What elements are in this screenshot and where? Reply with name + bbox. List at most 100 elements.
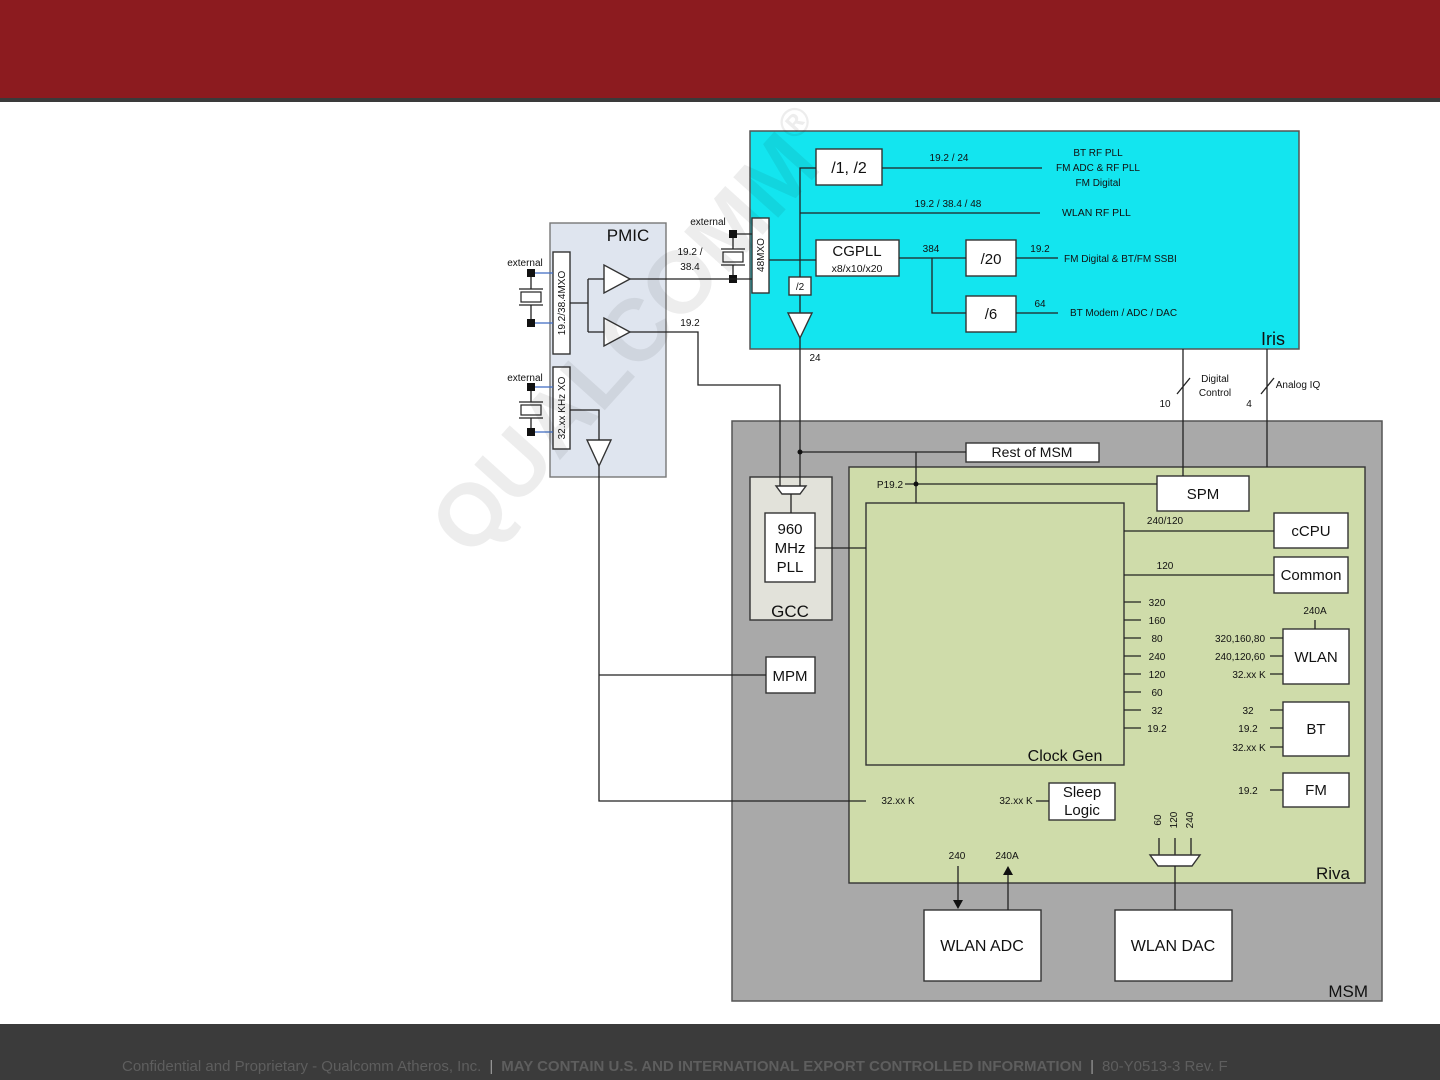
crystal-pin	[527, 319, 535, 327]
bt-input: 32.xx K	[1232, 743, 1266, 754]
pmic-xo-box	[552, 366, 571, 450]
riva-xo-input: 32.xx K	[881, 796, 915, 807]
fm-label: FM	[1305, 782, 1327, 799]
spm-box	[1156, 475, 1250, 512]
tap-label: 19.2	[1147, 724, 1167, 735]
div-20-label: /20	[981, 251, 1002, 268]
ccpu-label: cCPU	[1291, 523, 1330, 540]
rest-of-msm-label: Rest of MSM	[992, 444, 1073, 460]
pll-line-1: 960	[777, 521, 802, 538]
tap-label: 32	[1151, 706, 1163, 717]
ccpu-freq: 240/120	[1147, 516, 1184, 527]
riva-label: Riva	[1316, 864, 1351, 883]
junction-dot	[913, 481, 919, 487]
wlan-input: 240,120,60	[1215, 652, 1265, 663]
pmic-block: PMIC 19.2/38.4MXO 32.xx KHz XO 19.2	[549, 222, 700, 478]
mpm-label: MPM	[773, 668, 808, 685]
signal-wiring: 10 Digital Control 4 Analog IQ	[598, 167, 1320, 910]
bt-input: 19.2	[1238, 724, 1258, 735]
crystal-body	[520, 404, 542, 416]
msm-label: MSM	[1328, 982, 1368, 1001]
tap-label: 60	[1151, 688, 1163, 699]
spm-label: SPM	[1187, 486, 1220, 503]
gcc-mux	[774, 485, 808, 495]
sleep-logic-line-1: Sleep	[1063, 784, 1101, 801]
dest-fm-digital-ssbi: FM Digital & BT/FM SSBI	[1064, 254, 1177, 265]
tap-ticks	[1124, 601, 1141, 729]
crystal-pin	[527, 383, 535, 391]
adc-out-freq: 240A	[995, 851, 1019, 862]
wlan-dac-box	[1114, 909, 1233, 982]
digital-control-bus	[1176, 349, 1191, 476]
pmic-to-gcc-line	[630, 331, 781, 486]
dest-fm-digital: FM Digital	[1075, 178, 1120, 189]
title-bar-rule	[0, 98, 1440, 102]
dest-bt-modem: BT Modem / ADC / DAC	[1070, 308, 1177, 319]
tap-label: 120	[1149, 670, 1166, 681]
wlan-adc-box	[923, 909, 1042, 982]
pmic-out-freq: 19.2	[680, 318, 700, 329]
crystal-body	[520, 291, 542, 303]
dest-bt-rf-pll: BT RF PLL	[1073, 148, 1123, 159]
crystal-pin	[729, 230, 737, 238]
footer-legal-text: Confidential and Proprietary - Qualcomm …	[122, 1057, 1228, 1077]
tap-label: 320	[1149, 598, 1166, 609]
crystal-connector	[535, 386, 553, 433]
footer-bar: Confidential and Proprietary - Qualcomm …	[0, 1024, 1440, 1080]
div-1-2-freq: 19.2 / 24	[930, 153, 969, 164]
common-label: Common	[1281, 567, 1342, 584]
common-box	[1273, 556, 1349, 594]
fm-box	[1282, 772, 1350, 808]
tap-label: 240	[1149, 652, 1166, 663]
digital-control-label-2: Control	[1199, 388, 1231, 399]
tap-label: 160	[1149, 616, 1166, 627]
crystal-icon	[519, 277, 543, 319]
div-1-2-label: /1, /2	[831, 160, 867, 177]
iris-buffer	[786, 312, 814, 340]
gcc-label: GCC	[771, 602, 809, 621]
analog-iq-width: 4	[1246, 399, 1252, 410]
div-6-label: /6	[985, 306, 998, 323]
p19-label: P19.2	[877, 480, 904, 491]
pll-line-3: PLL	[777, 559, 804, 576]
arrow-down-icon	[953, 900, 963, 909]
sleep-logic-line-2: Logic	[1064, 802, 1100, 819]
bt-input-ticks	[1270, 709, 1283, 748]
iris-crystal-freq-a: 19.2 /	[677, 247, 702, 258]
pmic-xo-crystal-label: external	[507, 373, 543, 384]
iris-block: Iris /1, /2 19.2 / 24 BT RF PLL FM ADC &…	[749, 130, 1300, 364]
digital-control-width: 10	[1159, 399, 1171, 410]
clock-gen-outputs	[1124, 530, 1274, 576]
gcc-internal-line	[790, 494, 866, 549]
crystal-pin	[527, 269, 535, 277]
iris-buffer-freq: 24	[809, 353, 821, 364]
pmic-internal-wiring	[570, 278, 604, 440]
iris-crystal-freq-b: 38.4	[680, 262, 700, 273]
wlan-rf-freq: 19.2 / 38.4 / 48	[915, 199, 982, 210]
div-20-freq: 19.2	[1030, 244, 1050, 255]
pmic-label: PMIC	[607, 226, 650, 245]
fm-input: 19.2	[1238, 786, 1258, 797]
adc-in-freq: 240	[949, 851, 966, 862]
title-bar	[0, 0, 1440, 98]
sleep-clock-line	[598, 466, 866, 802]
div-1-2-box	[815, 148, 883, 186]
wlan-adc-label: WLAN ADC	[940, 938, 1024, 955]
crystal-connector	[535, 272, 553, 324]
crystal-icon	[721, 233, 752, 275]
pmic-xo-label: 32.xx KHz XO	[557, 376, 568, 439]
dac-mux-input: 120	[1169, 811, 1180, 828]
footer-separator: |	[1090, 1058, 1094, 1075]
iris-label: Iris	[1261, 329, 1285, 349]
iris-crystal-label: external	[690, 217, 726, 228]
dac-mux-input-lines	[1158, 838, 1192, 855]
clock-gen-taps: 320 160 80 240 120 60 32 19.2	[1124, 598, 1167, 735]
sleep-logic-input: 32.xx K	[999, 796, 1033, 807]
dest-fm-adc-rf-pll: FM ADC & RF PLL	[1056, 163, 1140, 174]
cgpll-mult: x8/x10/x20	[832, 263, 883, 275]
pll-line-2: MHz	[775, 540, 806, 557]
pmic-mxo-label: 19.2/38.4MXO	[557, 271, 568, 336]
bt-label: BT	[1306, 721, 1325, 738]
common-freq: 120	[1157, 561, 1174, 572]
